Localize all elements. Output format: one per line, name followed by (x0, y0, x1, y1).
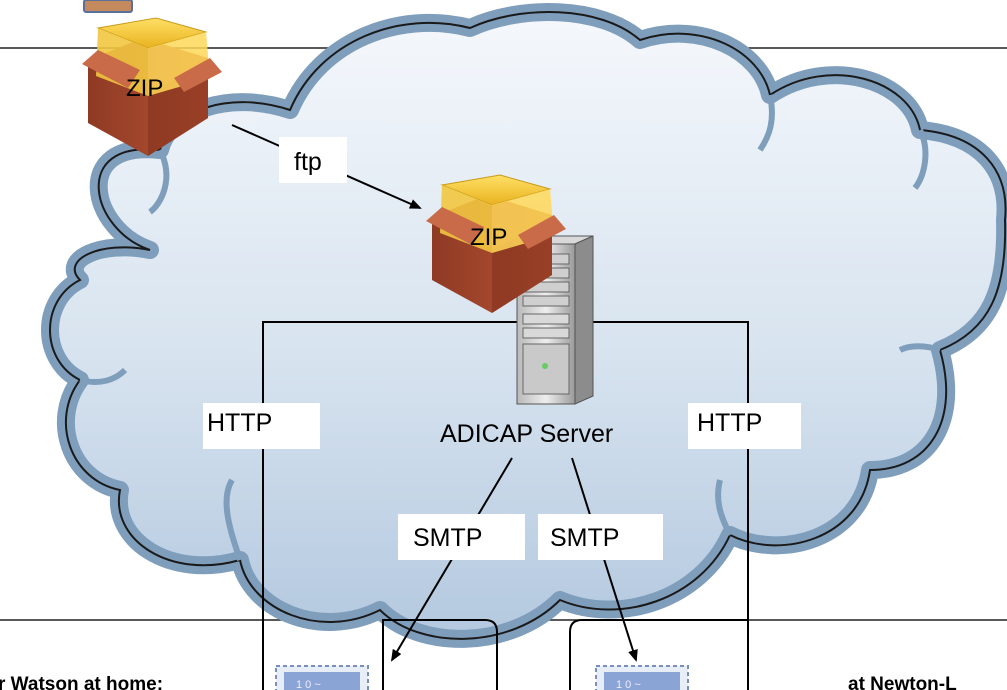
connection-lines (262, 321, 749, 690)
smtp-label-right-box (538, 514, 663, 560)
mail-stamp-icon: 1 0 ~ (595, 665, 689, 690)
http-label-left-box (203, 403, 320, 449)
zip-label-server: ZIP (470, 224, 507, 251)
location-label-right: at Newton-L (848, 674, 957, 690)
mail-icon-partial (83, 0, 133, 13)
server-label: ADICAP Server (440, 420, 613, 448)
smtp-label-right: SMTP (550, 524, 619, 552)
ftp-label-box (279, 137, 347, 183)
svg-text:1 0 ~: 1 0 ~ (616, 679, 641, 690)
location-label-left: r Watson at home: (0, 674, 163, 690)
smtp-label-left: SMTP (413, 524, 482, 552)
ftp-label: ftp (294, 148, 322, 176)
zip-label-top: ZIP (126, 75, 163, 102)
http-label-left: HTTP (207, 409, 272, 437)
zip-package-icon (426, 174, 566, 313)
mail-stamp-icon: 1 0 ~ (275, 665, 369, 690)
http-label-right-box (688, 403, 801, 449)
smtp-label-left-box (398, 514, 525, 560)
svg-text:1 0 ~: 1 0 ~ (296, 679, 321, 690)
http-label-right: HTTP (697, 409, 762, 437)
zip-package-icon (82, 17, 222, 156)
